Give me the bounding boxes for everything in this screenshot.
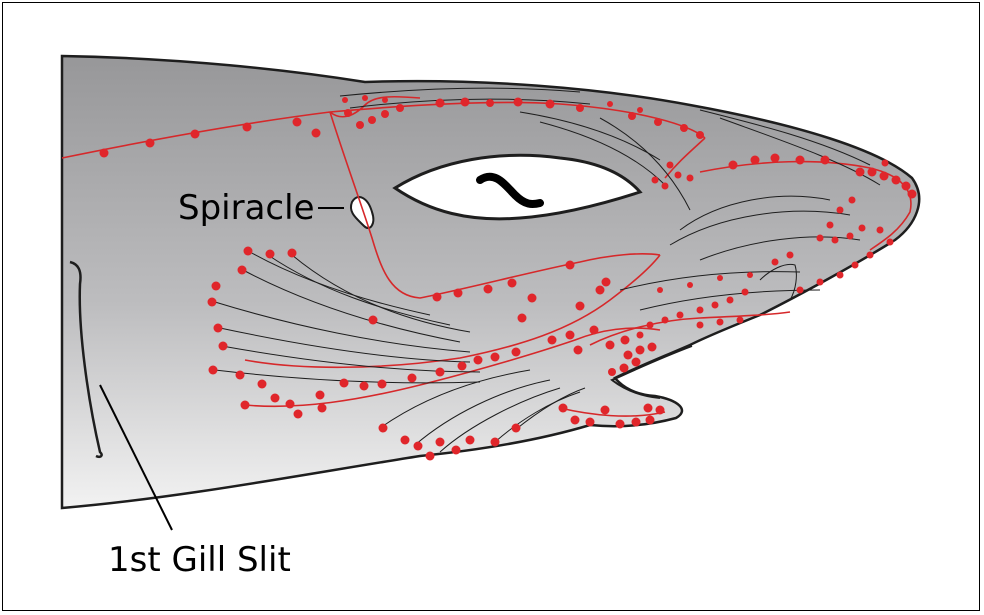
gill-slit-label: 1st Gill Slit xyxy=(108,540,291,580)
spiracle-label: Spiracle xyxy=(178,188,314,228)
